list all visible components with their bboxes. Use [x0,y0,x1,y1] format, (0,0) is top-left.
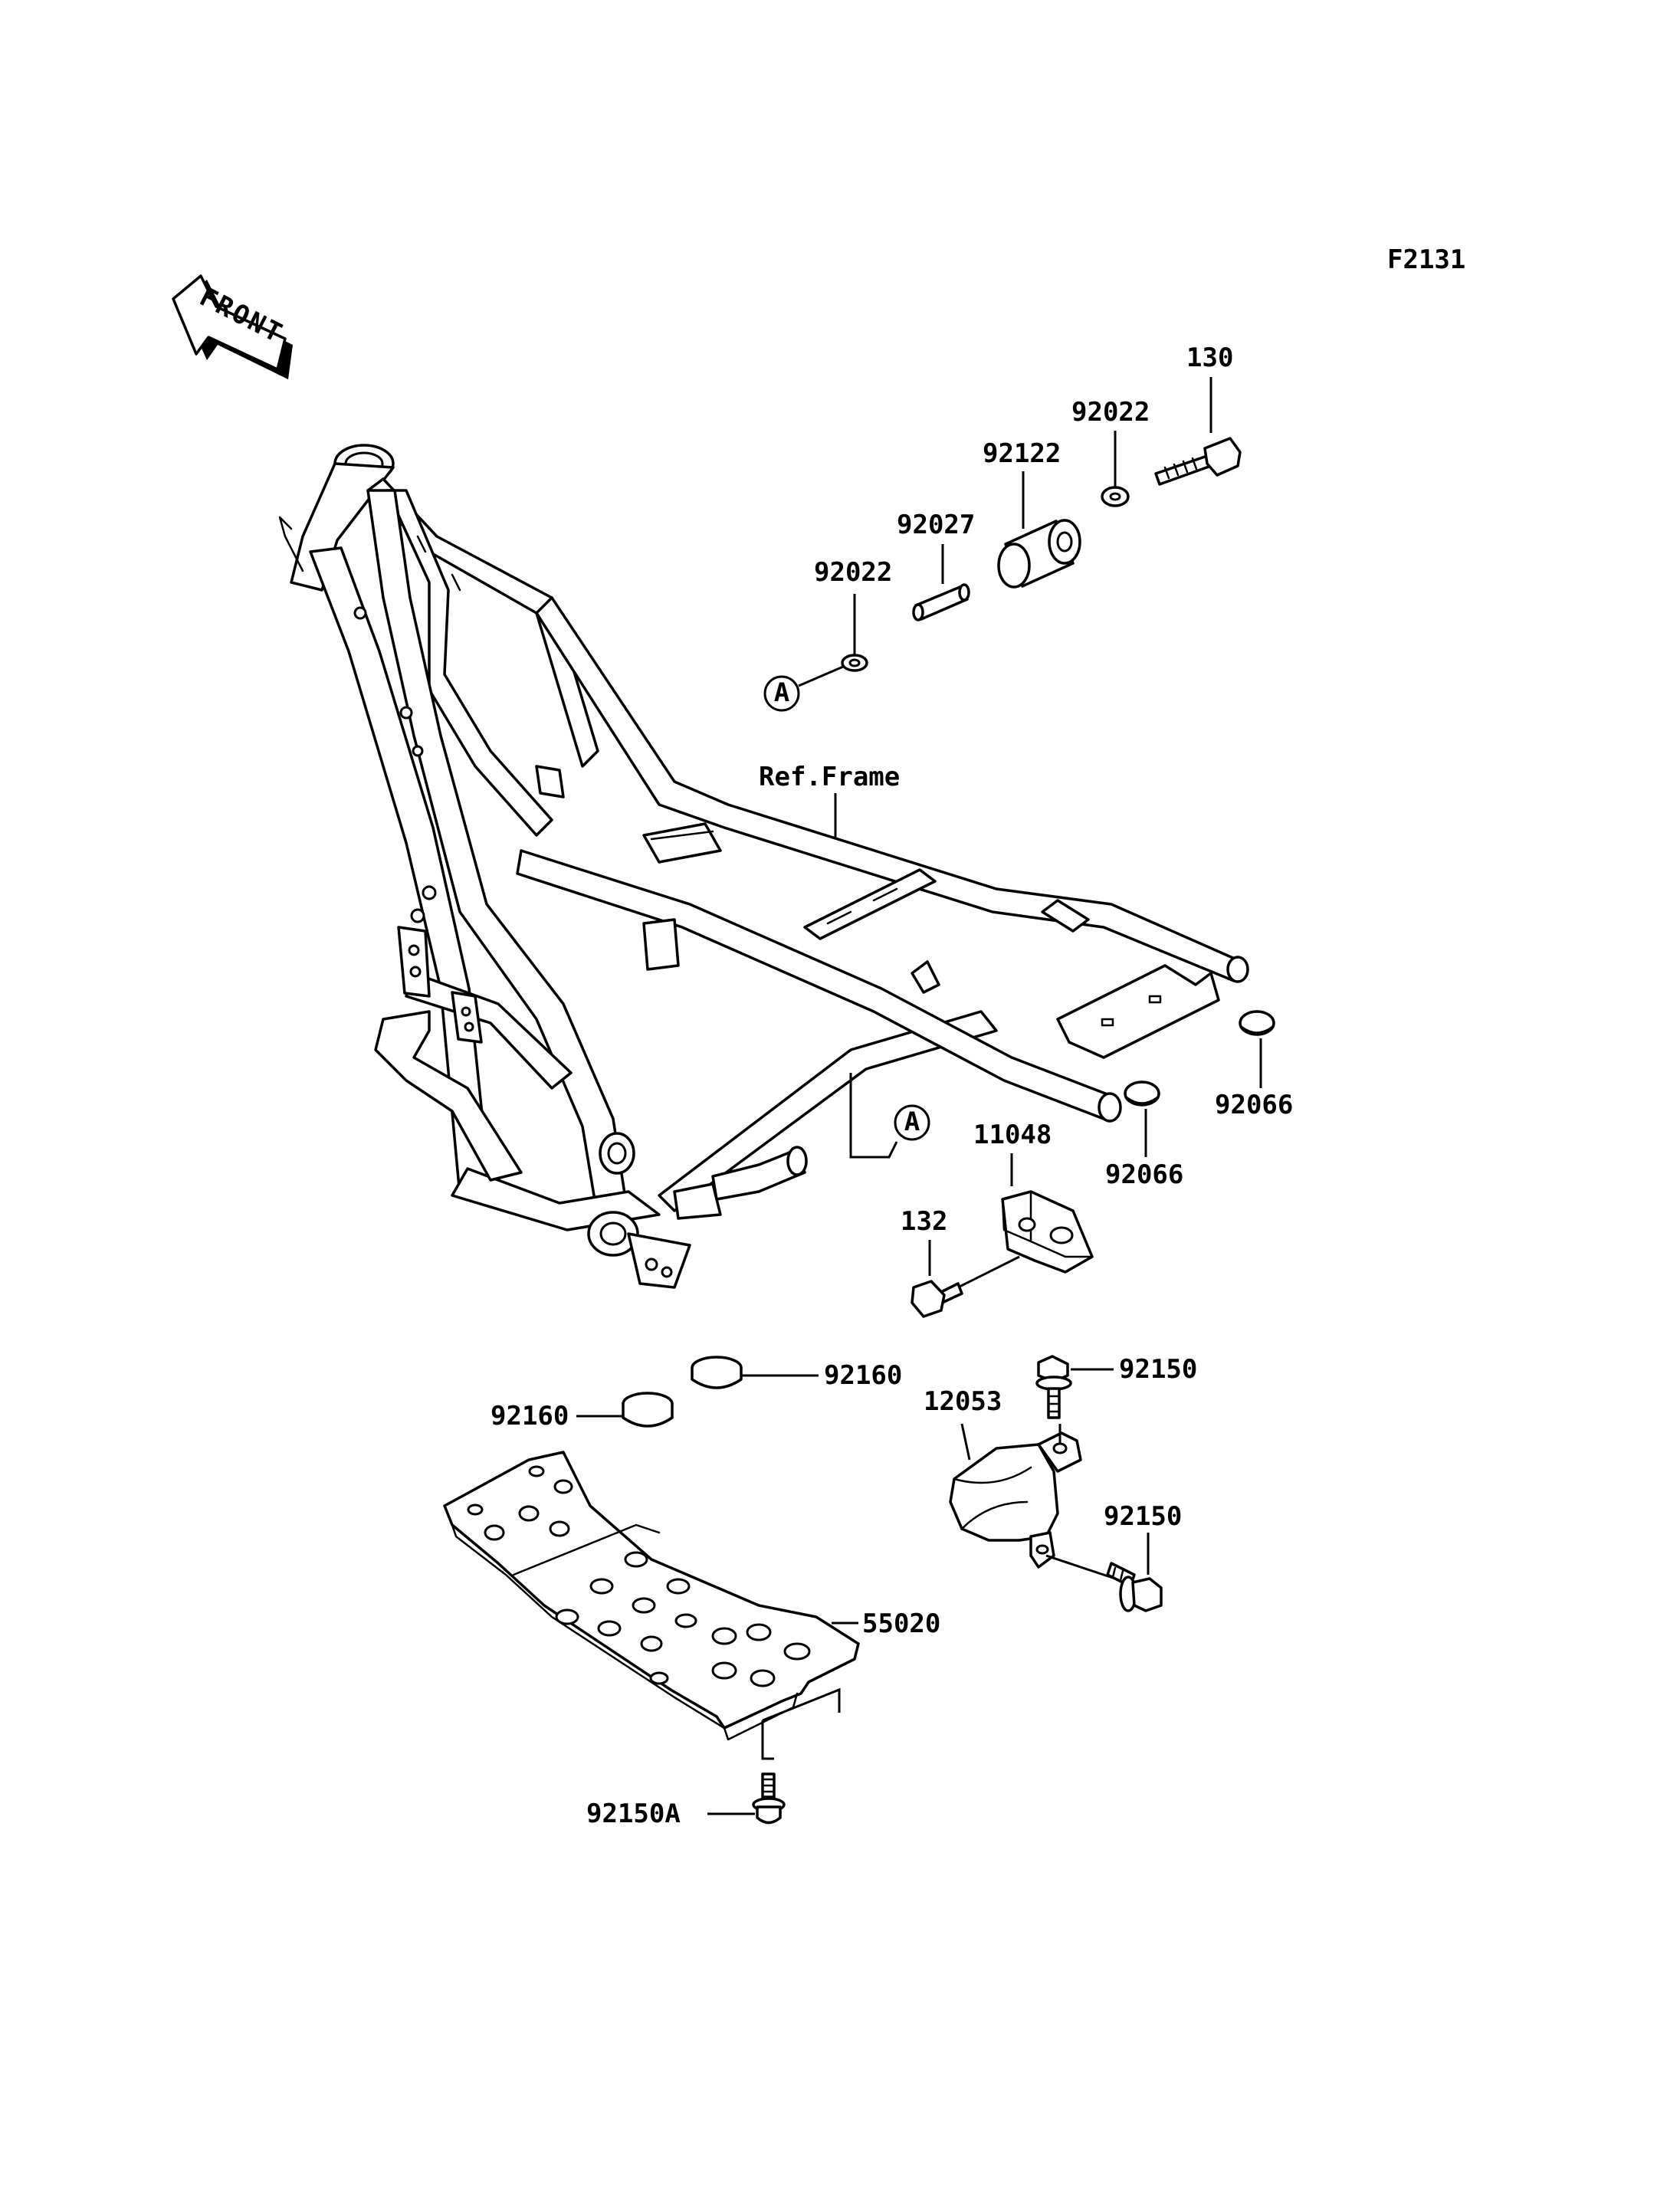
callout-a-frame: A [849,1073,930,1159]
bolt-92150a: 92150A [586,1772,786,1829]
part-label-11048: 11048 [973,1120,1052,1150]
part-label-92066-mid: 92066 [1105,1159,1183,1190]
front-arrow-icon: FRONT [172,274,293,379]
part-label-92122: 92122 [983,438,1061,469]
part-label-92160-top: 92160 [824,1360,902,1391]
bolt-130: 130 [1154,343,1242,486]
cap-92160-left: 92160 [491,1392,674,1431]
part-label-132: 132 [901,1206,947,1237]
part-label-55020: 55020 [862,1608,940,1639]
svg-text:A: A [774,677,789,708]
bolt-92150-right: 92150 [1104,1501,1182,1612]
part-label-92150a: 92150A [586,1799,681,1829]
cap-92066-mid: 92066 [1105,1080,1183,1190]
collar-92027: 92027 [897,510,975,621]
bracket-11048: 11048 [957,1120,1094,1289]
part-label-92022-left: 92022 [814,557,892,588]
washer-92022-left: 92022 [814,557,892,672]
part-label-92160-left: 92160 [491,1401,569,1431]
frame-drawing [278,444,1249,1289]
bolt-132: 132 [901,1206,963,1318]
part-label-130: 130 [1186,343,1233,373]
skid-plate-55020: 55020 [443,1451,940,1760]
part-label-92150-top: 92150 [1119,1354,1197,1385]
cap-92066-right: 92066 [1215,1010,1293,1120]
svg-text:A: A [904,1107,920,1137]
figure-code: F2131 [1387,244,1465,275]
bracket-12053: 12053 [924,1386,1127,1584]
bolt-92150-top: 92150 [1035,1354,1197,1419]
part-label-92027: 92027 [897,510,975,540]
ref-frame-label: Ref.Frame [759,762,900,792]
cap-92160-top: 92160 [691,1356,902,1391]
part-label-12053: 12053 [924,1386,1002,1417]
callout-a-mount: A [763,665,844,712]
part-label-92022-top: 92022 [1071,397,1150,428]
washer-92022-top: 92022 [1071,397,1150,507]
part-label-92150-right: 92150 [1104,1501,1182,1532]
part-label-92066-right: 92066 [1215,1090,1293,1120]
damper-92122: 92122 [983,438,1081,589]
